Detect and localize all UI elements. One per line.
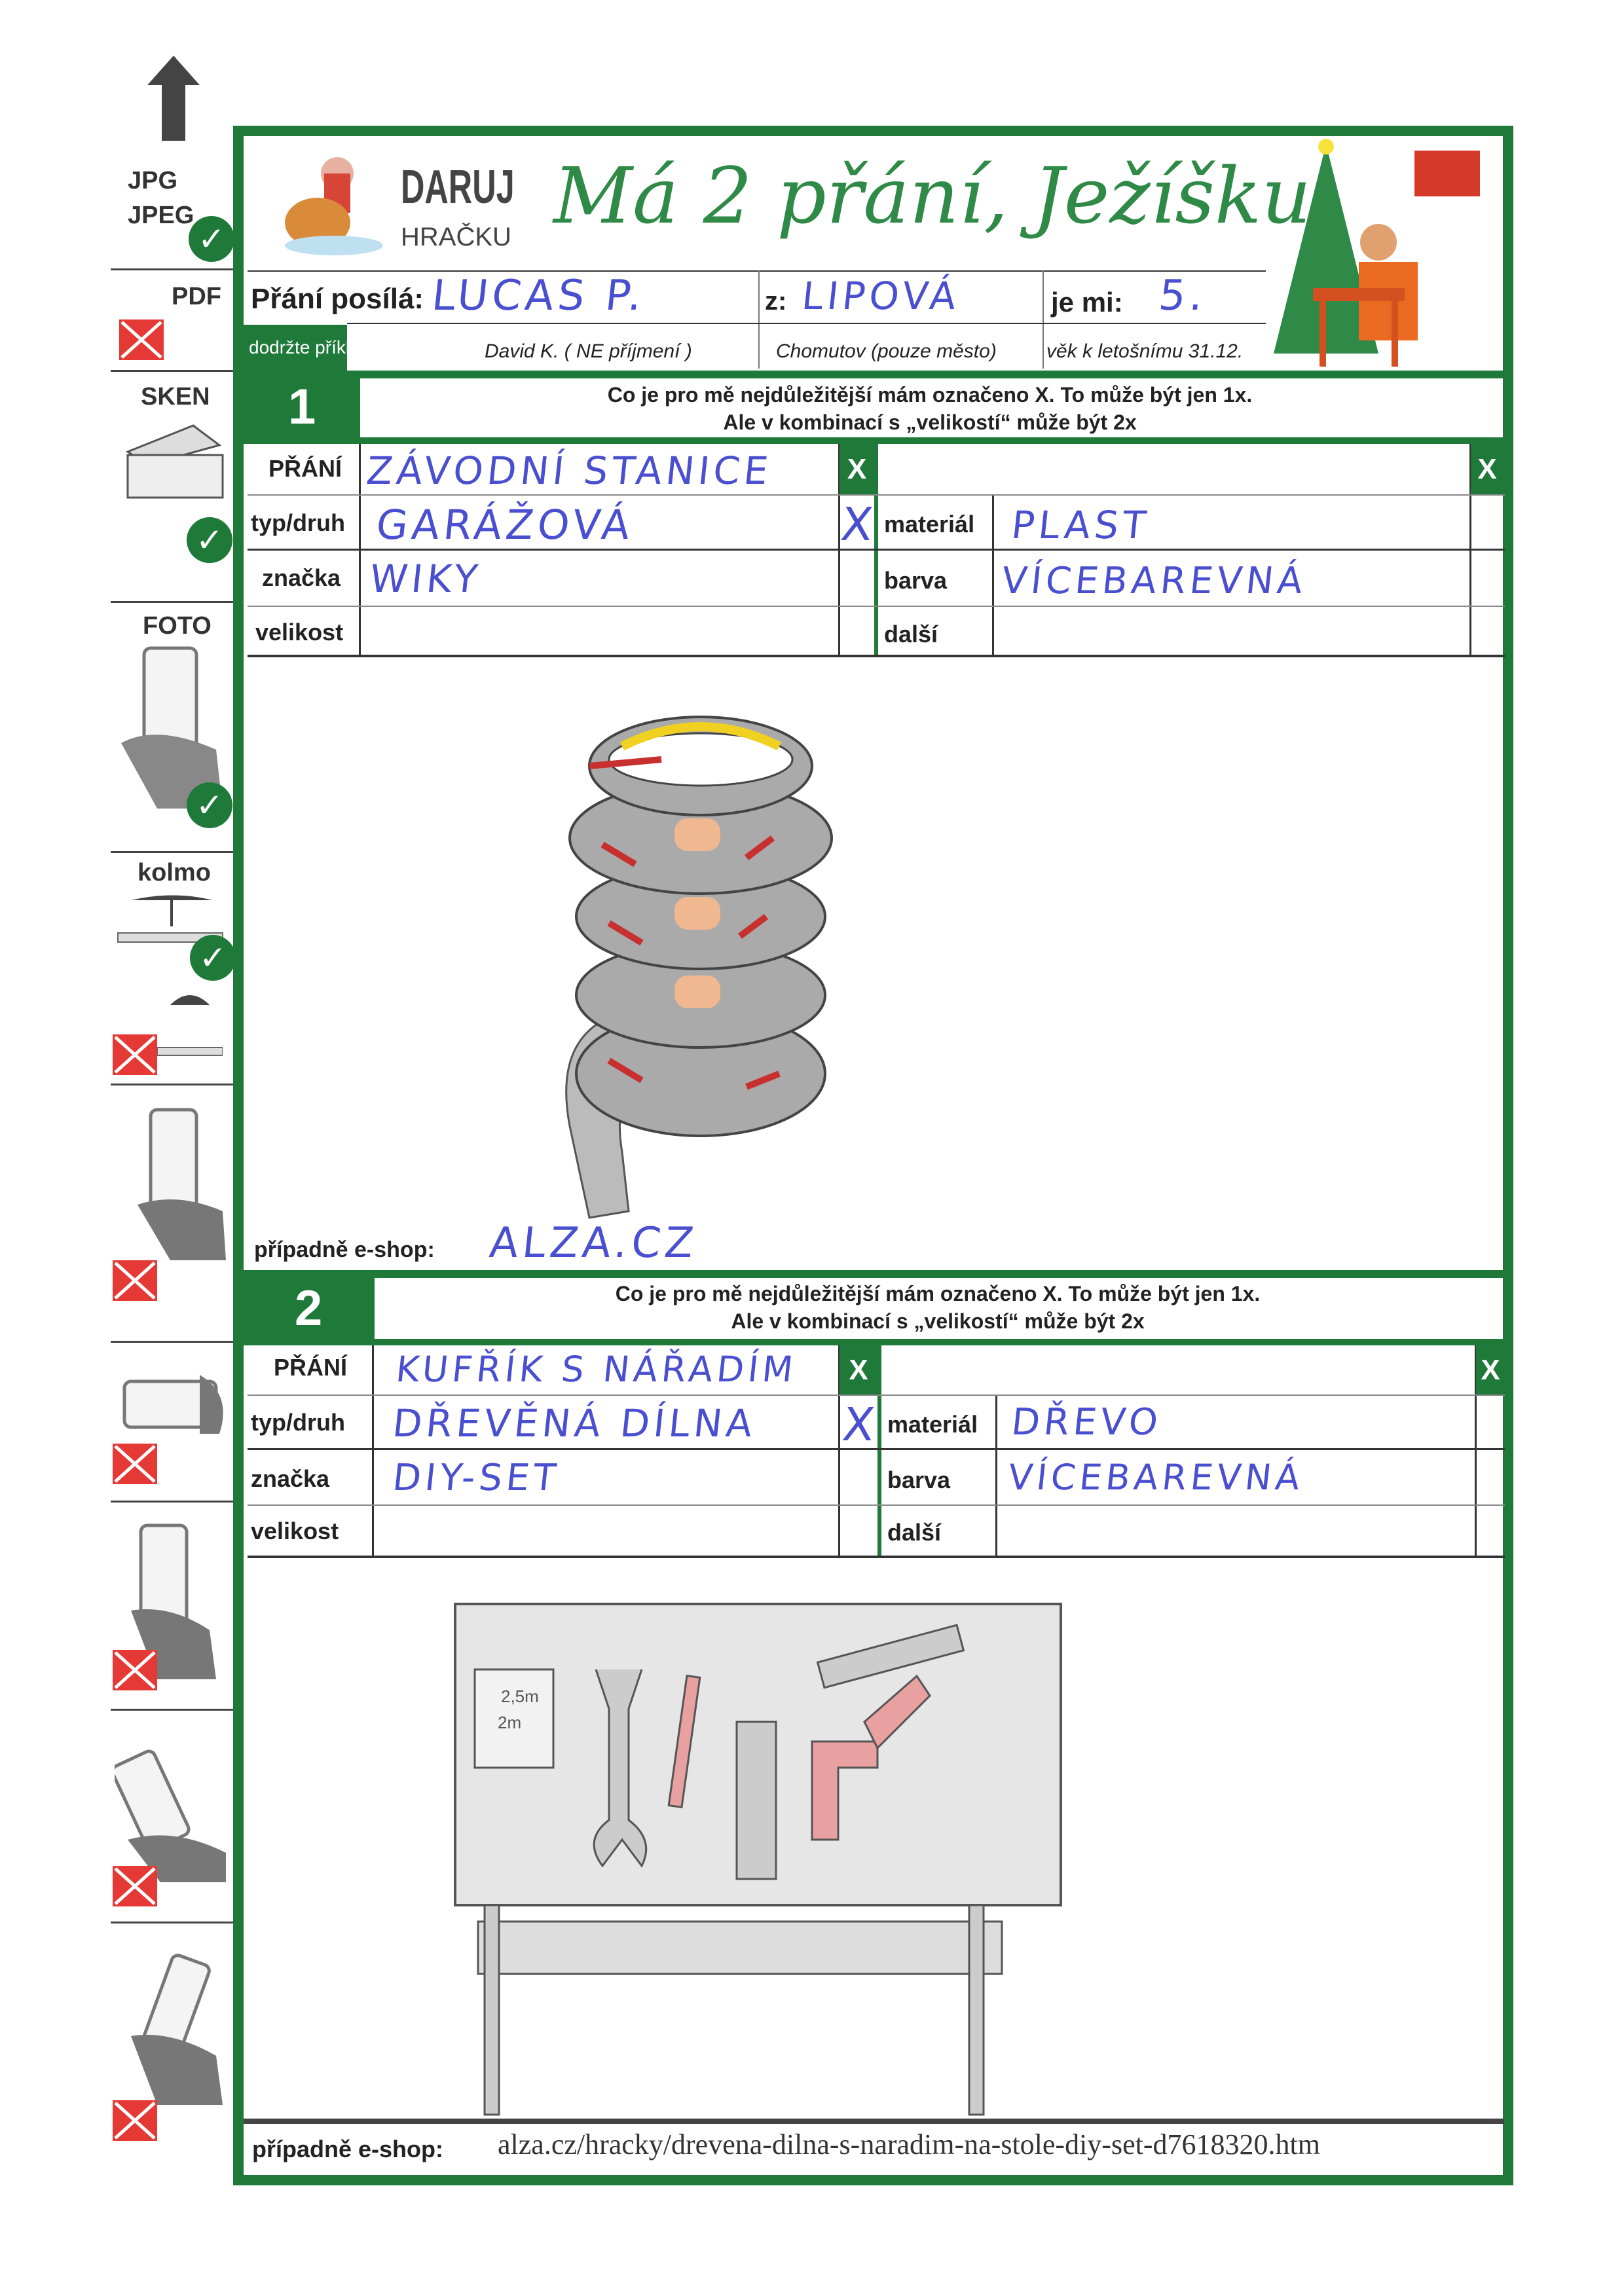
drawing-workbench: 2,5m 2m [454, 1603, 1062, 2116]
instructions-line1: Co je pro mě nejdůležitější mám označeno… [607, 383, 1253, 407]
sender-name-field[interactable]: LUCAS P. [430, 272, 648, 320]
type-priority-mark[interactable]: X [840, 1398, 877, 1451]
cross-icon [113, 1866, 157, 1906]
logo-hracku: HRAČKU [401, 223, 511, 251]
sidebar-jpeg-label: JPEG [128, 202, 194, 229]
instructions-1: Co je pro mě nejdůležitější mám označeno… [360, 381, 1500, 436]
color-label: barva [887, 1467, 951, 1493]
sidebar-photo-label: FOTO [143, 612, 212, 640]
material-label: materiál [884, 511, 975, 538]
sidebar-perpendicular-label: kolmo [138, 859, 211, 886]
sidebar-pdf-label: PDF [172, 283, 221, 310]
type-field[interactable]: GARÁŽOVÁ [374, 501, 637, 549]
cross-icon [113, 1034, 157, 1075]
other-label: další [887, 1519, 942, 1546]
wish-label: PŘÁNÍ [268, 455, 342, 482]
drawing-label-height: 2m [498, 1713, 521, 1732]
eshop-field-2[interactable]: alza.cz/hracky/drevena-dilna-s-naradim-n… [498, 2128, 1320, 2160]
brand-field[interactable]: DIY-SET [390, 1457, 562, 1499]
priority-x-right[interactable]: X [1476, 1345, 1505, 1394]
example-name: David K. ( NE příjmení ) [485, 340, 692, 362]
phone-landscape-icon [122, 1375, 223, 1434]
perpendicular-photo-icon [117, 895, 223, 943]
phone-rotated-icon [115, 1749, 226, 1882]
type-priority-mark[interactable]: X [838, 498, 876, 551]
christmas-tree-illustration [1274, 139, 1480, 367]
sender-label: Přání posílá: [251, 283, 424, 315]
place-field[interactable]: LIPOVÁ [800, 274, 963, 318]
drawing-label-width: 2,5m [501, 1686, 539, 1706]
sidebar-scan-label: SKEN [141, 383, 210, 410]
color-label: barva [884, 567, 948, 594]
type-label: typ/druh [251, 509, 345, 536]
drawing-race-garage [565, 716, 833, 1219]
eshop-label-1: případně e-shop: [254, 1237, 435, 1262]
check-icon: ✓ [187, 782, 232, 828]
other-label: další [884, 621, 938, 647]
sidebar-jpg-label: JPG [128, 167, 178, 194]
type-label: typ/druh [251, 1409, 345, 1436]
form-frame [233, 126, 1513, 2185]
brand-label: značka [251, 1465, 330, 1492]
color-field[interactable]: VÍCEBAREVNÁ [1006, 1457, 1306, 1498]
phone-tilted-icon [138, 1108, 226, 1260]
cross-icon [119, 319, 164, 360]
santa-logo-icon [285, 157, 383, 255]
material-field[interactable]: DŘEVO [1009, 1401, 1164, 1444]
wish-number-2: 2 [295, 1281, 323, 1336]
priority-x-wish[interactable]: X [840, 444, 874, 494]
brand-field[interactable]: WIKY [367, 556, 484, 601]
eshop-field-1[interactable]: ALZA.CZ [487, 1219, 700, 1267]
cross-icon [113, 2100, 157, 2141]
material-label: materiál [887, 1411, 978, 1438]
angled-photo-icon [157, 995, 223, 1056]
brand-label: značka [262, 564, 341, 591]
example-age: věk k letošnímu 31.12. [1046, 340, 1244, 362]
wish-field[interactable]: ZÁVODNÍ STANICE [364, 448, 775, 493]
material-field[interactable]: PLAST [1009, 503, 1153, 547]
scanner-icon [125, 424, 224, 499]
size-label: velikost [255, 619, 344, 646]
instructions-2: Co je pro mě nejdůležitější mám označeno… [375, 1280, 1501, 1335]
phone-skewed-icon [131, 1954, 223, 2105]
wish-number-1: 1 [288, 379, 316, 435]
place-label: z: [765, 287, 787, 316]
cross-icon [113, 1260, 157, 1301]
examples-label-bg [244, 325, 347, 371]
check-icon: ✓ [189, 216, 234, 262]
eshop-label-2: případně e-shop: [252, 2136, 444, 2162]
check-icon: ✓ [187, 517, 232, 563]
age-label: je mi: [1051, 287, 1123, 318]
wish-label: PŘÁNÍ [274, 1354, 348, 1381]
instructions-line2: Ale v kombinací s „velikostí“ může být 2… [731, 1309, 1145, 1333]
priority-x-right[interactable]: X [1471, 444, 1504, 494]
logo-daruj: DARUJ [401, 161, 515, 213]
example-place: Chomutov (pouze město) [776, 340, 997, 362]
page-title: Má 2 přání, Ježíšku [553, 151, 1312, 241]
instructions-line1: Co je pro mě nejdůležitější mám označeno… [615, 1282, 1261, 1305]
age-field[interactable]: 5. [1156, 272, 1209, 320]
up-arrow-icon [147, 56, 200, 141]
cross-icon [113, 1444, 157, 1484]
size-label: velikost [251, 1518, 339, 1544]
examples-label: dodržte příklady: [249, 337, 384, 357]
cross-icon [113, 1650, 157, 1690]
priority-x-wish[interactable]: X [840, 1345, 877, 1394]
color-field[interactable]: VÍCEBAREVNÁ [999, 560, 1309, 602]
wish-field[interactable]: KUFŘÍK S NÁŘADÍM [394, 1349, 800, 1390]
check-icon: ✓ [190, 935, 236, 981]
type-field[interactable]: DŘEVĚNÁ DÍLNA [390, 1401, 759, 1446]
instructions-line2: Ale v kombinací s „velikostí“ může být 2… [723, 410, 1137, 434]
